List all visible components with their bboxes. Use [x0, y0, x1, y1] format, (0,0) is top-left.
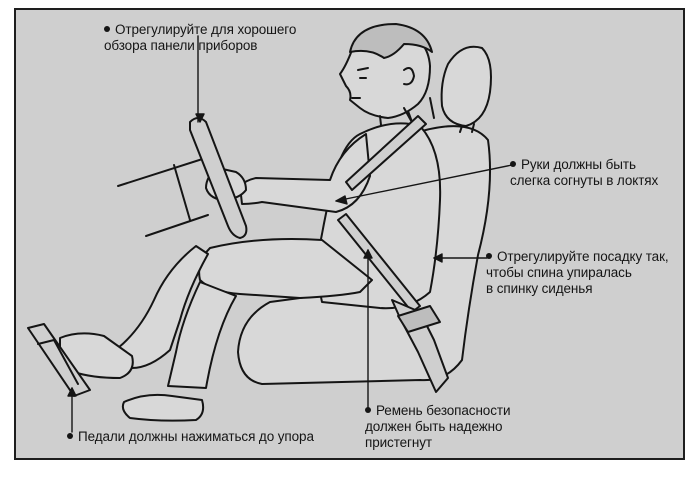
callout-dashboard: Отрегулируйте для хорошего обзора панели…	[104, 22, 296, 54]
bullet-icon	[486, 253, 492, 259]
seat-belt-icon	[337, 115, 449, 393]
bullet-icon	[510, 161, 516, 167]
pedals-icon	[27, 323, 91, 397]
headrest-icon	[440, 45, 492, 133]
bullet-icon	[67, 433, 73, 439]
callout-belt-text: Ремень безопасности должен быть надежно …	[365, 403, 511, 450]
callout-back: Отрегулируйте посадку так, чтобы спина у…	[486, 249, 669, 297]
callout-pedals-text: Педали должны нажиматься до упора	[78, 429, 314, 444]
callout-arrows	[67, 35, 513, 433]
driver-figure-icon	[59, 23, 442, 422]
callout-arms-text: Руки должны быть слегка согнуты в локтях	[510, 157, 659, 188]
bullet-icon	[104, 26, 110, 32]
callout-belt: Ремень безопасности должен быть надежно …	[365, 403, 511, 451]
callout-arms: Руки должны быть слегка согнуты в локтях	[510, 157, 658, 189]
bullet-icon	[365, 407, 371, 413]
callout-dashboard-text: Отрегулируйте для хорошего обзора панели…	[104, 22, 297, 53]
dashboard-lines	[117, 154, 216, 237]
callout-back-text: Отрегулируйте посадку так, чтобы спина у…	[486, 249, 669, 296]
callout-pedals: Педали должны нажиматься до упора	[67, 429, 314, 445]
